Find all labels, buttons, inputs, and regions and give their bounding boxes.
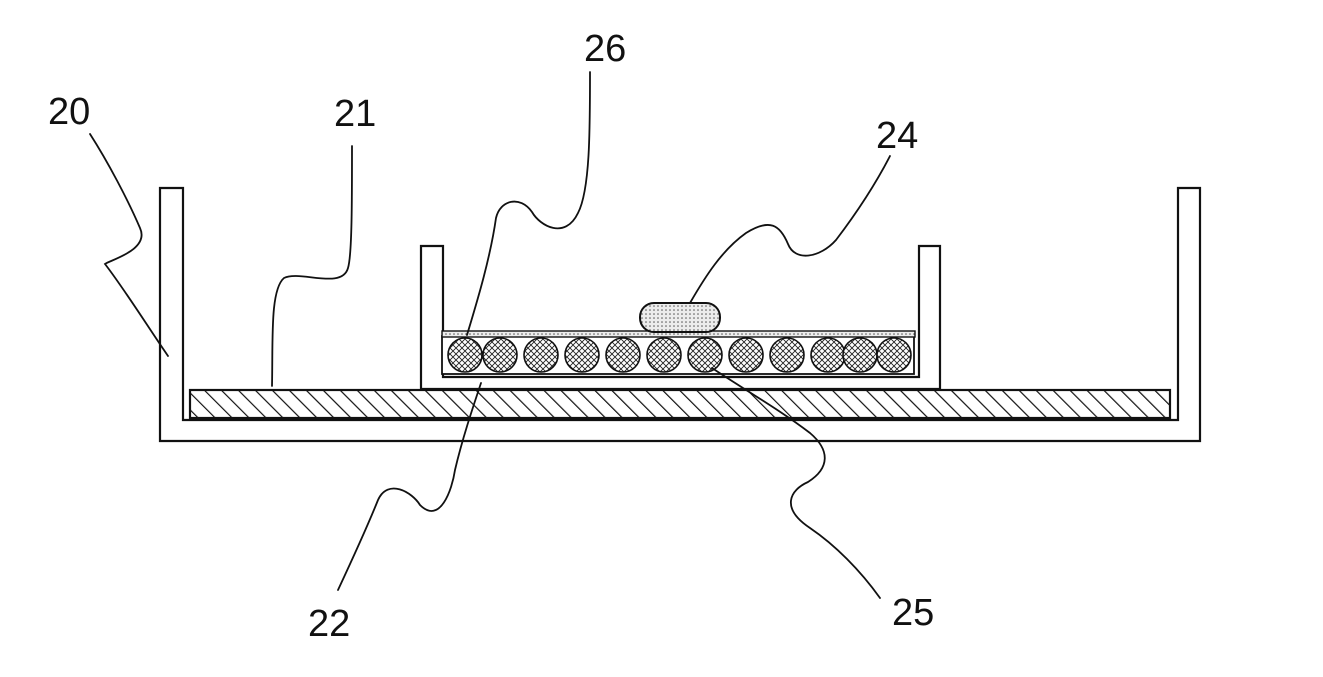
label-24: 24 <box>876 115 918 157</box>
bead <box>770 338 804 372</box>
bead <box>483 338 517 372</box>
bead <box>729 338 763 372</box>
bead <box>811 338 845 372</box>
base-layer <box>190 390 1170 418</box>
bead <box>524 338 558 372</box>
label-25: 25 <box>892 592 934 634</box>
bead <box>877 338 911 372</box>
bead <box>448 338 482 372</box>
bead <box>688 338 722 372</box>
bead <box>843 338 877 372</box>
bead <box>606 338 640 372</box>
label-21: 21 <box>334 93 376 135</box>
label-26: 26 <box>584 28 626 70</box>
bead <box>647 338 681 372</box>
leader-20 <box>90 134 168 356</box>
label-22: 22 <box>308 603 350 645</box>
leader-26 <box>467 72 590 335</box>
sample <box>640 303 720 332</box>
leader-21 <box>272 146 352 386</box>
label-20: 20 <box>48 91 90 133</box>
leader-24 <box>690 156 890 303</box>
bead <box>565 338 599 372</box>
